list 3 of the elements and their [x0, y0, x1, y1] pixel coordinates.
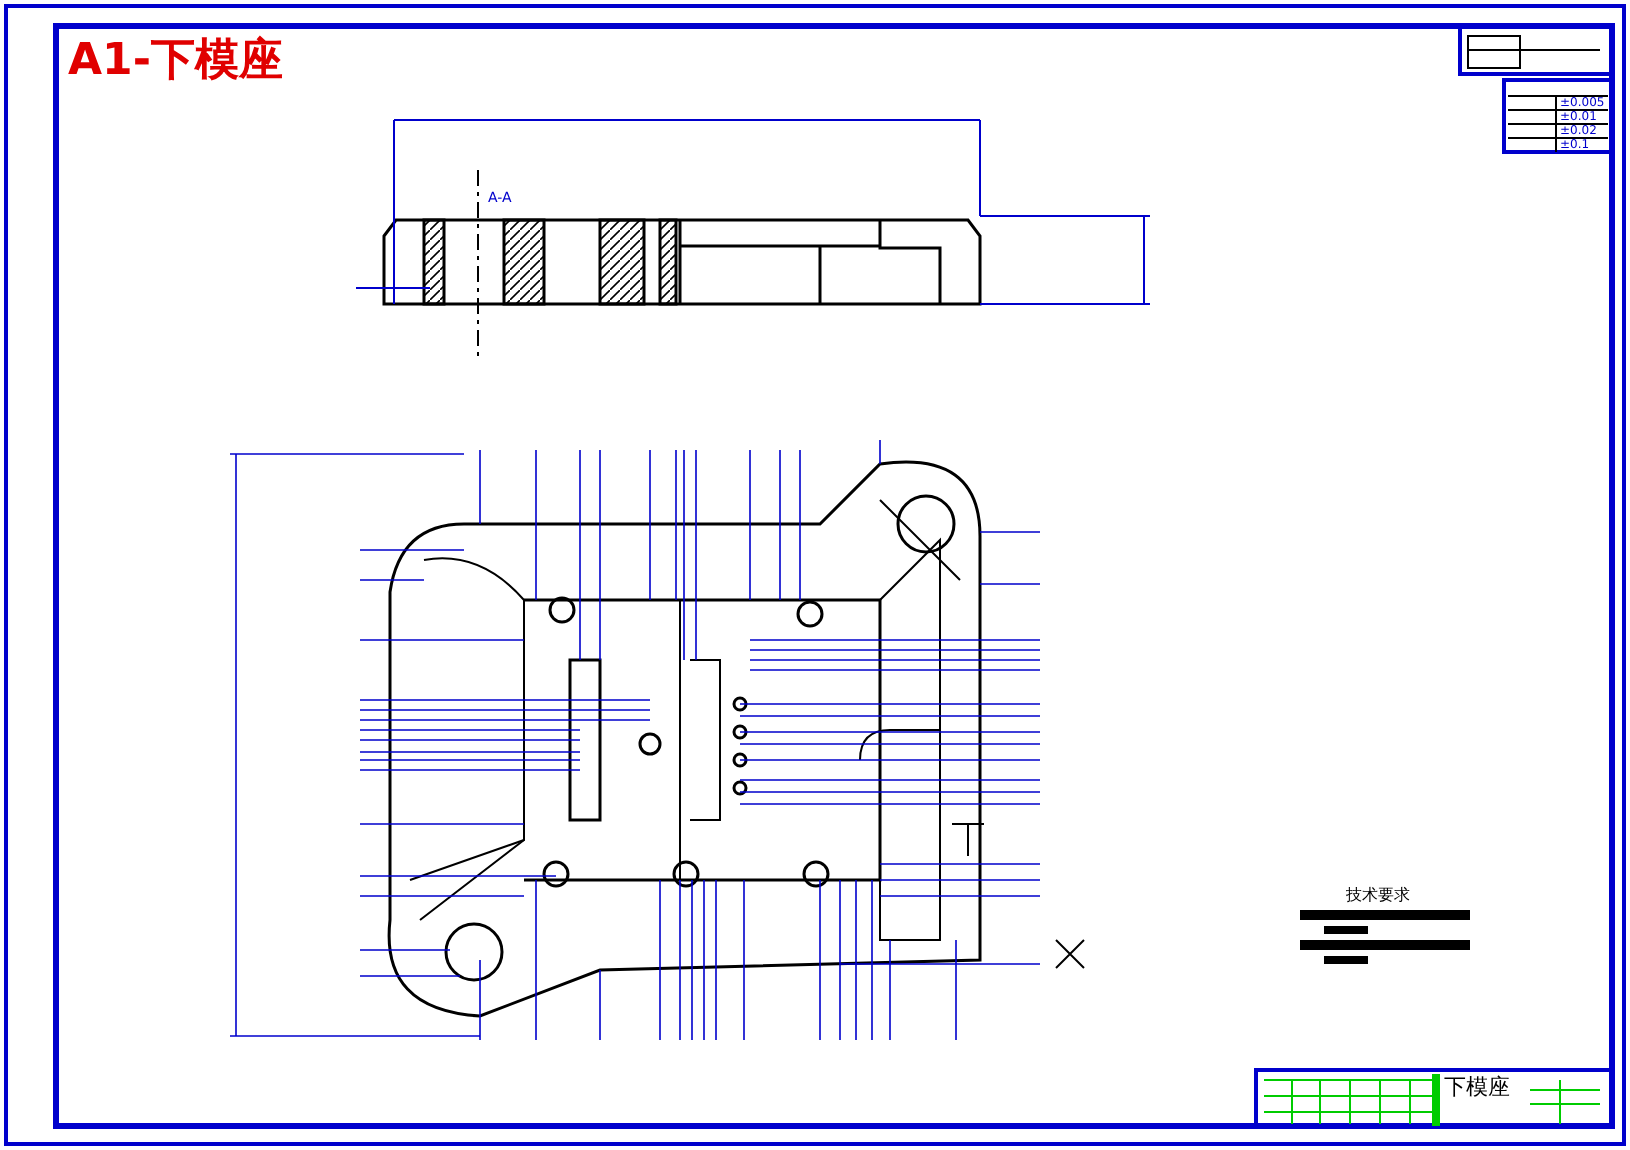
part-name: 下模座 — [1444, 1076, 1510, 1098]
drawing-title: A1-下模座 — [68, 40, 283, 84]
note-heading: 技术要求 — [1346, 888, 1410, 904]
